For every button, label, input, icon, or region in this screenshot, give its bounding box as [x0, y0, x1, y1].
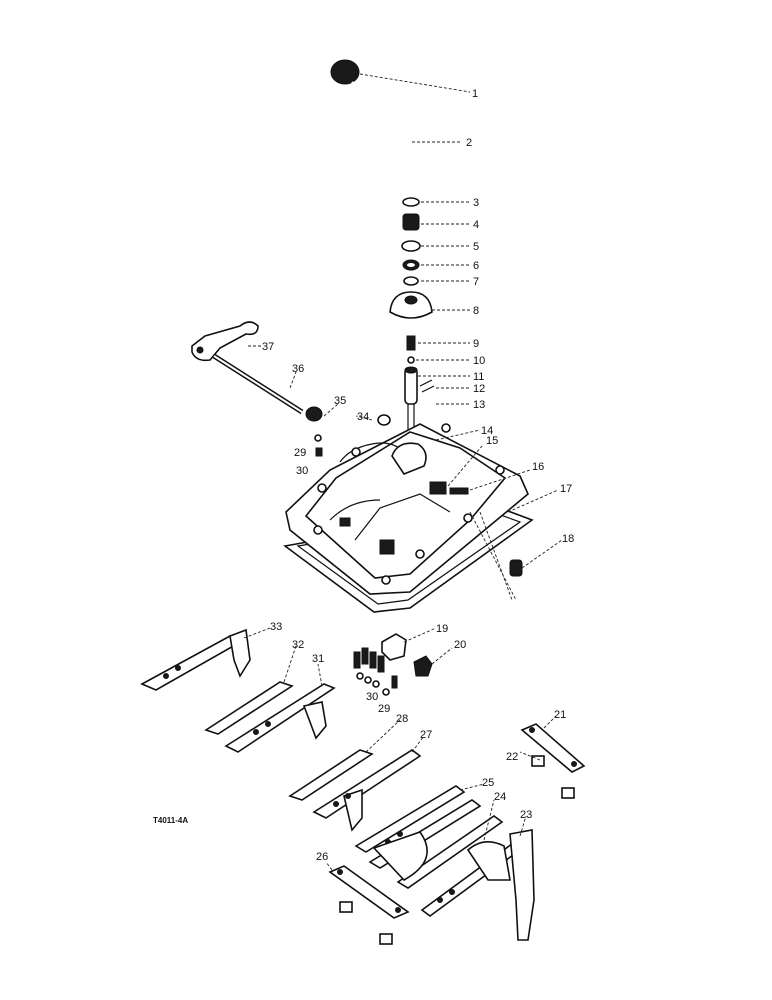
callout-labels: 1 2 3 4 5 6 7 8 9 10 11 12 13 14 15 16 1…: [262, 88, 574, 863]
plate-26: [328, 865, 410, 919]
callout-16: 16: [532, 461, 544, 473]
callout-32: 32: [292, 639, 304, 651]
callout-31: 31: [312, 653, 324, 665]
callout-2: 2: [466, 137, 472, 149]
callout-27: 27: [420, 729, 432, 741]
shift-lever-assembly: [330, 59, 435, 430]
callout-3: 3: [473, 197, 479, 209]
callout-17: 17: [560, 483, 572, 495]
callout-6: 6: [473, 260, 479, 272]
lever-knob: [330, 59, 360, 85]
plug-18: [509, 559, 523, 577]
callout-14: 14: [481, 425, 493, 437]
callout-19: 19: [436, 623, 448, 635]
rail-32: [204, 681, 294, 735]
ring-7: [403, 276, 419, 286]
callout-34: 34: [357, 411, 369, 423]
detent-15: [429, 481, 447, 495]
handle-assembly: [191, 321, 391, 457]
handle-37: [191, 321, 259, 362]
callout-1: 1: [472, 88, 478, 100]
callout-9: 9: [473, 338, 479, 350]
callout-15: 15: [486, 435, 498, 447]
callout-10: 10: [473, 355, 485, 367]
callout-18: 18: [562, 533, 574, 545]
callout-22: 22: [506, 751, 518, 763]
callout-23: 23: [520, 809, 532, 821]
callout-36: 36: [292, 363, 304, 375]
rail-31: [224, 683, 336, 753]
shift-lever: [351, 81, 411, 188]
callout-37: 37: [262, 341, 274, 353]
callout-24: 24: [494, 791, 506, 803]
callout-12: 12: [473, 383, 485, 395]
washer-5: [401, 240, 421, 252]
block-22: [531, 755, 545, 767]
callout-8: 8: [473, 305, 479, 317]
callout-25: 25: [482, 777, 494, 789]
callout-7: 7: [473, 276, 479, 288]
callout-4: 4: [473, 219, 479, 231]
small-parts: [353, 633, 433, 696]
cover-8: [389, 291, 433, 319]
plug-34: [377, 414, 391, 426]
callout-29b: 29: [378, 703, 390, 715]
block-19: [381, 633, 407, 661]
callout-5: 5: [473, 241, 479, 253]
callout-21: 21: [554, 709, 566, 721]
bushing-35: [305, 406, 323, 422]
callout-33: 33: [270, 621, 282, 633]
ball-10: [407, 356, 415, 364]
spring-16: [449, 487, 469, 495]
rail-24: [396, 815, 504, 889]
leader-lines: [243, 73, 563, 871]
callout-30b: 30: [366, 691, 378, 703]
callout-35: 35: [334, 395, 346, 407]
block-20: [413, 655, 433, 677]
callout-11: 11: [473, 371, 484, 383]
shifter-rails: [140, 628, 535, 941]
callout-30: 30: [296, 465, 308, 477]
shift-housing: [283, 423, 534, 613]
rail-25: [354, 785, 466, 853]
plate-21: [520, 723, 586, 773]
rail-27: [312, 749, 422, 819]
drawing-code: T4011-4A: [153, 816, 188, 825]
spring-9: [406, 335, 416, 351]
spring-4: [402, 213, 420, 231]
callout-13: 13: [473, 399, 485, 411]
callout-29: 29: [294, 447, 306, 459]
pin-12: [419, 379, 435, 393]
washer-3: [402, 197, 420, 207]
callout-20: 20: [454, 639, 466, 651]
callout-26: 26: [316, 851, 328, 863]
plates: [328, 723, 586, 945]
rail-28: [288, 749, 374, 801]
callout-28: 28: [396, 713, 408, 725]
rail-33: [140, 635, 247, 691]
